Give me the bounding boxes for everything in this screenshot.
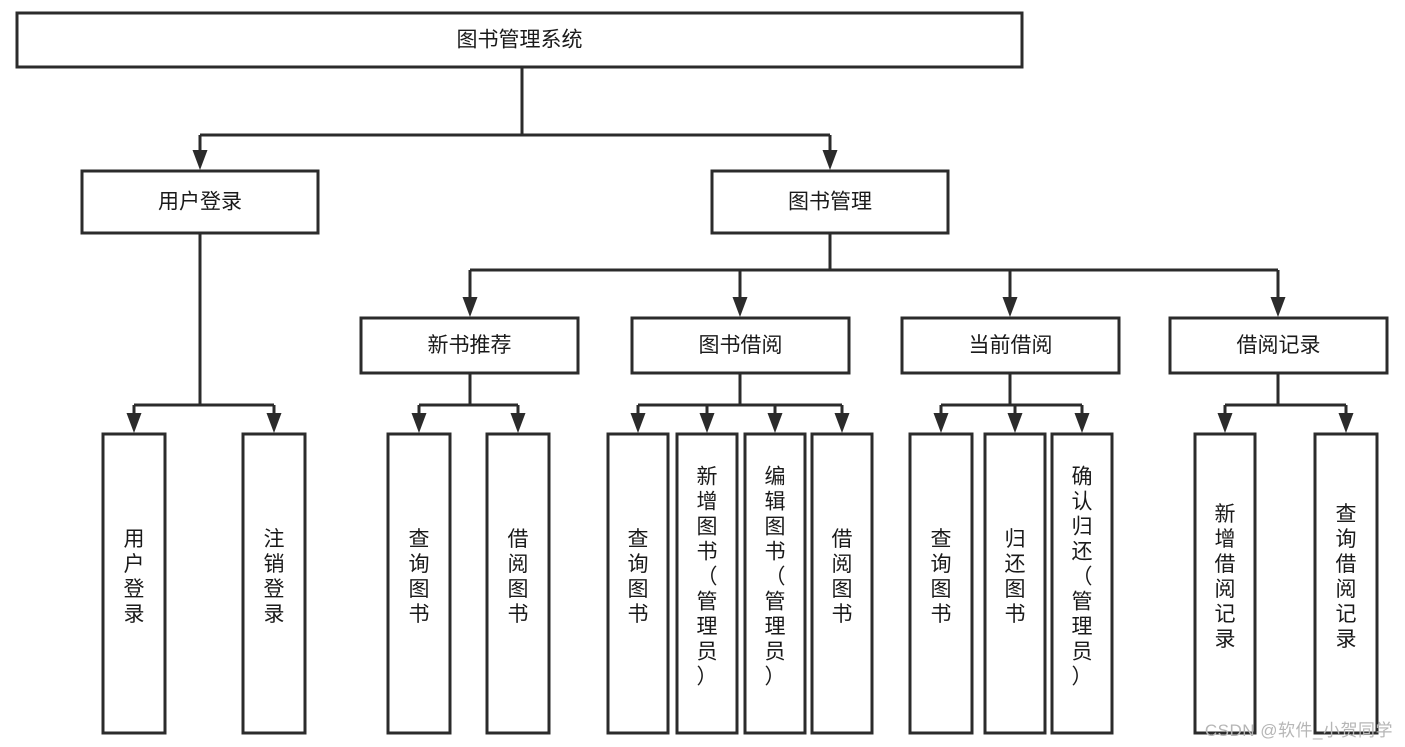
node-borrow-record[interactable]: 借阅记录 xyxy=(1168,316,1389,375)
node-box-book-borrow[interactable] xyxy=(630,316,851,375)
node-box-leaf-add-book[interactable] xyxy=(675,432,739,735)
node-user-login[interactable]: 用户登录 xyxy=(80,169,320,235)
connector-group xyxy=(462,233,1286,317)
arrow-head-icon xyxy=(1007,413,1023,433)
node-leaf-logout[interactable]: 注销登录 xyxy=(241,432,307,735)
node-book-manage[interactable]: 图书管理 xyxy=(710,169,950,235)
node-leaf-edit-book[interactable]: 编辑图书（管理员） xyxy=(743,432,807,735)
node-box-user-login[interactable] xyxy=(80,169,320,235)
node-label-leaf-query-book-rec: 查询图书 xyxy=(409,528,430,626)
node-label-leaf-query-record: 查询借阅记录 xyxy=(1336,503,1357,651)
arrow-head-icon xyxy=(192,150,208,170)
watermark-text: CSDN @软件_小贺同学 xyxy=(1204,721,1393,740)
node-leaf-return-book[interactable]: 归还图书 xyxy=(983,432,1047,735)
node-box-leaf-query-book-borrow[interactable] xyxy=(606,432,670,735)
node-label-leaf-query-book-current: 查询图书 xyxy=(931,528,952,626)
node-label-leaf-add-record: 新增借阅记录 xyxy=(1215,503,1236,651)
arrow-head-icon xyxy=(126,413,142,433)
node-box-borrow-record[interactable] xyxy=(1168,316,1389,375)
node-box-leaf-query-book-current[interactable] xyxy=(908,432,974,735)
arrow-head-icon xyxy=(411,413,427,433)
connector-group xyxy=(411,373,526,433)
node-box-leaf-edit-book[interactable] xyxy=(743,432,807,735)
node-leaf-query-book-borrow[interactable]: 查询图书 xyxy=(606,432,670,735)
node-label-book-manage: 图书管理 xyxy=(788,191,872,214)
node-leaf-add-record[interactable]: 新增借阅记录 xyxy=(1193,432,1257,735)
node-leaf-user-login[interactable]: 用户登录 xyxy=(101,432,167,735)
arrow-head-icon xyxy=(822,150,838,170)
node-label-new-book-rec: 新书推荐 xyxy=(428,334,512,357)
node-box-new-book-rec[interactable] xyxy=(359,316,580,375)
node-label-leaf-add-book: 新增图书（管理员） xyxy=(697,466,718,689)
node-leaf-confirm-return[interactable]: 确认归还（管理员） xyxy=(1050,432,1114,735)
node-label-leaf-edit-book: 编辑图书（管理员） xyxy=(765,466,786,689)
node-box-leaf-query-book-rec[interactable] xyxy=(386,432,452,735)
node-box-book-manage[interactable] xyxy=(710,169,950,235)
node-label-borrow-record: 借阅记录 xyxy=(1237,334,1321,357)
node-box-leaf-logout[interactable] xyxy=(241,432,307,735)
node-label-leaf-logout: 注销登录 xyxy=(264,528,285,626)
arrow-head-icon xyxy=(266,413,282,433)
arrow-head-icon xyxy=(462,297,478,317)
node-label-leaf-return-book: 归还图书 xyxy=(1005,528,1026,626)
node-layer: 图书管理系统用户登录图书管理新书推荐图书借阅当前借阅借阅记录用户登录注销登录查询… xyxy=(15,11,1389,735)
arrow-head-icon xyxy=(767,413,783,433)
node-box-leaf-add-record[interactable] xyxy=(1193,432,1257,735)
arrow-head-icon xyxy=(510,413,526,433)
node-leaf-borrow-book[interactable]: 借阅图书 xyxy=(810,432,874,735)
arrow-head-icon xyxy=(1002,297,1018,317)
node-leaf-query-book-rec[interactable]: 查询图书 xyxy=(386,432,452,735)
node-box-leaf-return-book[interactable] xyxy=(983,432,1047,735)
node-leaf-add-book[interactable]: 新增图书（管理员） xyxy=(675,432,739,735)
arrow-head-icon xyxy=(630,413,646,433)
node-book-borrow[interactable]: 图书借阅 xyxy=(630,316,851,375)
arrow-head-icon xyxy=(699,413,715,433)
node-leaf-query-record[interactable]: 查询借阅记录 xyxy=(1313,432,1379,735)
connector-group xyxy=(126,233,282,433)
connector-group xyxy=(1217,373,1354,433)
node-label-current-borrow: 当前借阅 xyxy=(969,334,1053,357)
arrow-head-icon xyxy=(732,297,748,317)
arrow-head-icon xyxy=(1217,413,1233,433)
node-label-user-login: 用户登录 xyxy=(158,191,242,214)
arrow-head-icon xyxy=(1338,413,1354,433)
node-current-borrow[interactable]: 当前借阅 xyxy=(900,316,1121,375)
node-label-root: 图书管理系统 xyxy=(457,29,583,52)
node-label-leaf-borrow-book-rec: 借阅图书 xyxy=(508,528,529,626)
node-new-book-rec[interactable]: 新书推荐 xyxy=(359,316,580,375)
arrow-head-icon xyxy=(1074,413,1090,433)
node-label-book-borrow: 图书借阅 xyxy=(699,334,783,357)
node-root[interactable]: 图书管理系统 xyxy=(15,11,1024,69)
node-leaf-query-book-current[interactable]: 查询图书 xyxy=(908,432,974,735)
node-box-leaf-user-login[interactable] xyxy=(101,432,167,735)
arrow-head-icon xyxy=(1270,297,1286,317)
node-box-current-borrow[interactable] xyxy=(900,316,1121,375)
node-label-leaf-query-book-borrow: 查询图书 xyxy=(628,528,649,626)
connector-group xyxy=(630,373,850,433)
node-box-leaf-borrow-book[interactable] xyxy=(810,432,874,735)
node-leaf-borrow-book-rec[interactable]: 借阅图书 xyxy=(485,432,551,735)
node-box-leaf-query-record[interactable] xyxy=(1313,432,1379,735)
connector-group xyxy=(933,373,1090,433)
node-label-leaf-confirm-return: 确认归还（管理员） xyxy=(1072,466,1093,689)
node-label-leaf-borrow-book: 借阅图书 xyxy=(832,528,853,626)
node-label-leaf-user-login: 用户登录 xyxy=(124,528,145,626)
arrow-head-icon xyxy=(933,413,949,433)
connector-group xyxy=(192,67,838,170)
arrow-head-icon xyxy=(834,413,850,433)
node-box-leaf-confirm-return[interactable] xyxy=(1050,432,1114,735)
connector-layer xyxy=(126,67,1354,433)
node-box-root[interactable] xyxy=(15,11,1024,69)
node-box-leaf-borrow-book-rec[interactable] xyxy=(485,432,551,735)
